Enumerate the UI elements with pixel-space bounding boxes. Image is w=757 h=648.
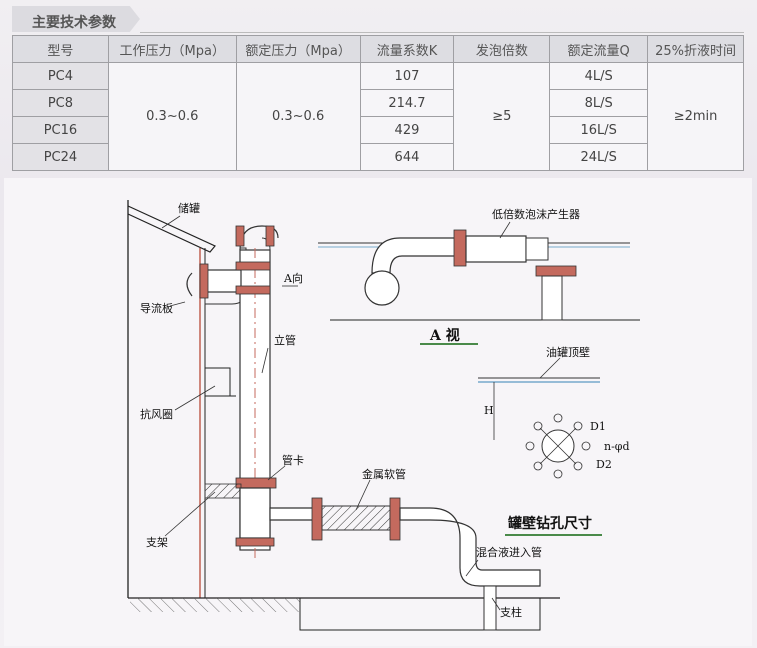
table-row: PC8 214.7 8L/S	[12, 89, 744, 117]
a-view-flange	[453, 229, 467, 267]
foundation	[130, 598, 300, 612]
model-cell: PC4	[12, 62, 109, 90]
rated-pressure-cell: 0.3~0.6	[235, 62, 361, 171]
label-drill-hole-title: 罐壁钻孔尺寸	[507, 515, 592, 532]
working-pressure-cell: 0.3~0.6	[107, 62, 237, 171]
deflector-plate	[186, 272, 193, 297]
label-tank: 储罐	[178, 201, 200, 215]
rated-flow-cell: 4L/S	[549, 62, 649, 90]
label-d2: D2	[596, 458, 612, 471]
pipe-clamp	[235, 477, 277, 489]
flange	[235, 285, 271, 295]
bolt-hole	[553, 413, 563, 423]
bolt-hole	[553, 469, 563, 479]
foam-generator	[465, 235, 527, 263]
bolt-hole	[573, 421, 583, 431]
leader-line	[465, 559, 479, 577]
foundation-outline	[299, 598, 541, 631]
a-view-riser	[541, 275, 563, 321]
bolt-hole	[581, 441, 591, 451]
label-deflector: 导流板	[140, 301, 173, 315]
hose-flange-right	[389, 497, 401, 541]
generator-nozzle	[525, 237, 549, 261]
mixture-inlet-pipe	[399, 507, 541, 587]
column-header: 25%折液时间	[647, 35, 744, 63]
hose-flange-left	[311, 497, 323, 541]
label-h: H	[484, 404, 494, 417]
leader-line	[539, 357, 561, 379]
inlet-flange	[199, 263, 209, 299]
leader-line	[499, 221, 511, 239]
label-tank-top-wall: 油罐顶壁	[546, 345, 590, 359]
model-cell: PC8	[12, 89, 109, 117]
label-n-phi-d: n-φd	[604, 440, 630, 453]
flow-coefficient-cell: 214.7	[359, 89, 455, 117]
rated-flow-cell: 16L/S	[549, 116, 649, 144]
bottom-flange	[235, 537, 275, 547]
label-metal-hose: 金属软管	[362, 467, 406, 481]
flow-coefficient-cell: 429	[359, 116, 455, 144]
leader-line	[491, 597, 501, 611]
header-rule	[140, 32, 744, 33]
bolt-hole	[573, 461, 583, 471]
a-view-pipe-end	[364, 270, 400, 306]
table-row: PC4 0.3~0.6 0.3~0.6 107 ≥5 4L/S ≥2min	[12, 62, 744, 171]
column-header: 型号	[12, 35, 109, 63]
leader-line	[169, 301, 186, 307]
flange	[235, 225, 245, 247]
label-wind-ring: 抗风圈	[140, 407, 173, 421]
bolt-hole	[533, 421, 543, 431]
tank-roof	[127, 205, 216, 253]
flange	[265, 225, 275, 247]
model-cell: PC24	[12, 143, 109, 171]
label-pipe-clamp: 管卡	[282, 453, 304, 467]
section-tab	[12, 6, 140, 32]
column-header: 发泡倍数	[453, 35, 551, 63]
flow-coefficient-cell: 107	[359, 62, 455, 90]
diagram-svg: 储罐 导流板 抗风圈 支架 立管 管卡 金属软管 混合液进入管 支柱 A向 低倍…	[4, 178, 752, 646]
column-header: 额定流量Q	[549, 35, 649, 63]
column-header: 流量系数K	[359, 35, 455, 63]
leader-line	[261, 347, 269, 374]
model-cell: PC16	[12, 116, 109, 144]
table-header-row: 型号 工作压力（Mpa） 额定压力（Mpa） 流量系数K 发泡倍数 额定流量Q …	[12, 35, 744, 63]
label-generator: 低倍数泡沫产生器	[492, 207, 580, 221]
label-mixture-inlet: 混合液进入管	[476, 545, 542, 559]
leader-line	[161, 215, 181, 229]
flange	[235, 261, 271, 271]
section-header: 主要技术参数	[12, 4, 744, 34]
hole-cross	[539, 427, 577, 465]
label-riser: 立管	[274, 333, 296, 347]
leader-line	[174, 385, 216, 411]
a-view-clamp	[535, 265, 577, 277]
bolt-hole	[533, 461, 543, 471]
parameters-table: 型号 工作压力（Mpa） 额定压力（Mpa） 流量系数K 发泡倍数 额定流量Q …	[12, 35, 744, 171]
drainage-time-cell: ≥2min	[647, 62, 744, 171]
bolt-hole	[525, 441, 535, 451]
leader-line	[355, 479, 371, 511]
installation-diagram: 储罐 导流板 抗风圈 支架 立管 管卡 金属软管 混合液进入管 支柱 A向 低倍…	[0, 178, 757, 648]
section-title: 主要技术参数	[32, 15, 116, 31]
riser-lower	[239, 487, 271, 539]
expansion-ratio-cell: ≥5	[453, 62, 551, 171]
table-row: PC16 429 16L/S	[12, 116, 744, 144]
leader-line	[164, 491, 216, 537]
rated-flow-cell: 8L/S	[549, 89, 649, 117]
wind-ring	[205, 367, 231, 396]
pillar	[483, 585, 497, 631]
flow-coefficient-cell: 644	[359, 143, 455, 171]
label-pillar: 支柱	[500, 605, 522, 619]
label-a-view: A 视	[429, 327, 460, 344]
label-d1: D1	[590, 420, 606, 433]
table-row: PC24 644 24L/S	[12, 143, 744, 171]
column-header: 工作压力（Mpa）	[107, 35, 237, 63]
column-header: 额定压力（Mpa）	[235, 35, 361, 63]
label-bracket: 支架	[146, 536, 168, 549]
leader-line	[267, 465, 286, 481]
label-a-direction: A向	[283, 271, 303, 285]
rated-flow-cell: 24L/S	[549, 143, 649, 171]
